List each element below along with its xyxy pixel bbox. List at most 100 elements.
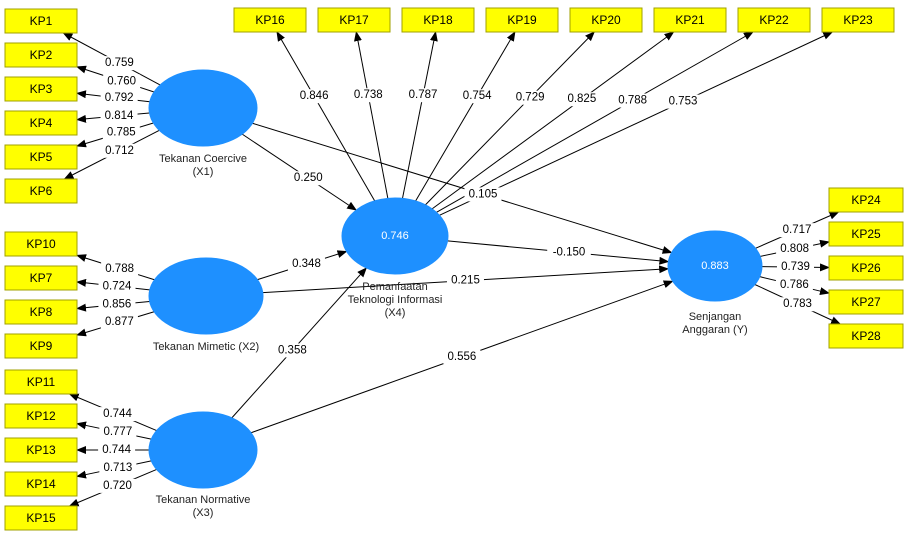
indicator-label: KP25 bbox=[851, 227, 881, 241]
indicator-kp11[interactable]: KP11 bbox=[4, 369, 78, 395]
indicator-box bbox=[233, 7, 307, 33]
loading-label-kp14-bg bbox=[99, 460, 137, 475]
indicator-label: KP10 bbox=[26, 237, 56, 251]
latent-label: Pemanfaatan bbox=[362, 281, 427, 293]
indicator-kp1[interactable]: KP1 bbox=[4, 8, 78, 34]
loading-label-kp3-bg bbox=[100, 91, 138, 106]
indicator-label: KP22 bbox=[759, 13, 789, 27]
indicator-kp10[interactable]: KP10 bbox=[4, 231, 78, 257]
indicator-kp21[interactable]: KP21 bbox=[653, 7, 727, 33]
indicator-kp6[interactable]: KP6 bbox=[4, 178, 78, 204]
loading-label-kp5-bg bbox=[102, 125, 140, 140]
latent-ellipse bbox=[148, 411, 258, 489]
loading-label-kp5: 0.785 bbox=[102, 125, 140, 140]
indicator-kp23[interactable]: KP23 bbox=[821, 7, 895, 33]
loading-label-kp23-bg bbox=[664, 94, 702, 109]
path-coef-x3-y-bg bbox=[443, 349, 481, 364]
indicator-box bbox=[828, 323, 904, 349]
loading-label-kp28: 0.783 bbox=[779, 297, 817, 312]
indicator-kp28[interactable]: KP28 bbox=[828, 323, 904, 349]
latent-ellipse bbox=[667, 230, 763, 302]
loading-label-kp13-text: 0.744 bbox=[102, 444, 131, 456]
loading-label-kp7-bg bbox=[98, 279, 136, 294]
loading-label-kp17-bg bbox=[349, 88, 387, 103]
path-coef-x2-x4-text: 0.348 bbox=[292, 258, 321, 270]
loading-label-kp24-text: 0.717 bbox=[783, 224, 812, 236]
indicator-box bbox=[4, 110, 78, 136]
indicator-kp27[interactable]: KP27 bbox=[828, 289, 904, 315]
indicator-label: KP3 bbox=[30, 82, 53, 96]
loading-label-kp7-text: 0.724 bbox=[103, 280, 132, 292]
indicator-box bbox=[821, 7, 895, 33]
indicator-kp3[interactable]: KP3 bbox=[4, 76, 78, 102]
indicator-box bbox=[485, 7, 559, 33]
path-coef-x4-y: -0.150 bbox=[547, 245, 591, 260]
indicator-kp16[interactable]: KP16 bbox=[233, 7, 307, 33]
loading-label-kp28-text: 0.783 bbox=[783, 298, 812, 310]
indicator-box bbox=[4, 231, 78, 257]
indicator-label: KP4 bbox=[30, 116, 53, 130]
indicator-kp19[interactable]: KP19 bbox=[485, 7, 559, 33]
indicator-kp18[interactable]: KP18 bbox=[401, 7, 475, 33]
loading-label-kp11: 0.744 bbox=[98, 407, 136, 422]
path-coef-x3-x4-bg bbox=[273, 343, 311, 358]
loading-arrow-kp17 bbox=[354, 31, 389, 199]
indicator-label: KP21 bbox=[675, 13, 705, 27]
indicator-kp5[interactable]: KP5 bbox=[4, 144, 78, 170]
indicator-kp26[interactable]: KP26 bbox=[828, 255, 904, 281]
indicator-kp8[interactable]: KP8 bbox=[4, 299, 78, 325]
loading-arrow-kp20 bbox=[425, 31, 595, 206]
indicator-kp17[interactable]: KP17 bbox=[317, 7, 391, 33]
latent-label: Senjangan bbox=[689, 311, 742, 323]
loading-label-kp22-bg bbox=[614, 93, 652, 108]
latent-x2[interactable]: Tekanan Mimetic (X2) bbox=[148, 257, 264, 353]
loading-label-kp19: 0.754 bbox=[458, 89, 496, 104]
path-coef-x3-y: 0.556 bbox=[443, 349, 481, 364]
indicator-kp22[interactable]: KP22 bbox=[737, 7, 811, 33]
loading-label-kp6-bg bbox=[100, 143, 138, 158]
indicator-box bbox=[4, 42, 78, 68]
indicator-kp2[interactable]: KP2 bbox=[4, 42, 78, 68]
loading-label-kp12-bg bbox=[99, 425, 137, 440]
indicator-kp13[interactable]: KP13 bbox=[4, 437, 78, 463]
path-arrow-x1-y bbox=[252, 122, 673, 254]
loading-label-kp15: 0.720 bbox=[98, 478, 136, 493]
loading-label-kp2-bg bbox=[103, 74, 141, 89]
r-squared-value: 0.746 bbox=[381, 230, 409, 242]
r-squared-value: 0.883 bbox=[701, 260, 729, 272]
loading-label-kp1-bg bbox=[100, 56, 138, 71]
indicator-kp14[interactable]: KP14 bbox=[4, 471, 78, 497]
latent-x3[interactable]: Tekanan Normative(X3) bbox=[148, 411, 258, 519]
loading-label-kp23: 0.753 bbox=[664, 94, 702, 109]
indicator-kp25[interactable]: KP25 bbox=[828, 221, 904, 247]
indicator-label: KP17 bbox=[339, 13, 369, 27]
indicator-label: KP7 bbox=[30, 271, 53, 285]
loading-label-kp25-text: 0.808 bbox=[780, 243, 809, 255]
loading-label-kp17-text: 0.738 bbox=[354, 89, 383, 101]
loading-label-kp18: 0.787 bbox=[404, 88, 442, 103]
indicator-kp20[interactable]: KP20 bbox=[569, 7, 643, 33]
indicator-kp7[interactable]: KP7 bbox=[4, 265, 78, 291]
latent-ellipse bbox=[148, 69, 258, 147]
latent-x1[interactable]: Tekanan Coercive(X1) bbox=[148, 69, 258, 178]
indicator-kp9[interactable]: KP9 bbox=[4, 333, 78, 359]
loading-label-kp20-text: 0.729 bbox=[516, 92, 545, 104]
indicator-kp4[interactable]: KP4 bbox=[4, 110, 78, 136]
latent-ellipse bbox=[341, 197, 449, 275]
path-coef-x2-y-text: 0.215 bbox=[451, 275, 480, 287]
loading-label-kp21-bg bbox=[563, 92, 601, 107]
indicator-label: KP12 bbox=[26, 409, 56, 423]
loading-label-kp11-bg bbox=[98, 407, 136, 422]
indicator-label: KP6 bbox=[30, 184, 53, 198]
indicator-box bbox=[4, 8, 78, 34]
indicator-kp12[interactable]: KP12 bbox=[4, 403, 78, 429]
indicator-kp24[interactable]: KP24 bbox=[828, 187, 904, 213]
indicator-label: KP5 bbox=[30, 150, 53, 164]
loading-label-kp15-bg bbox=[98, 478, 136, 493]
indicator-kp15[interactable]: KP15 bbox=[4, 505, 78, 531]
indicator-box bbox=[4, 299, 78, 325]
